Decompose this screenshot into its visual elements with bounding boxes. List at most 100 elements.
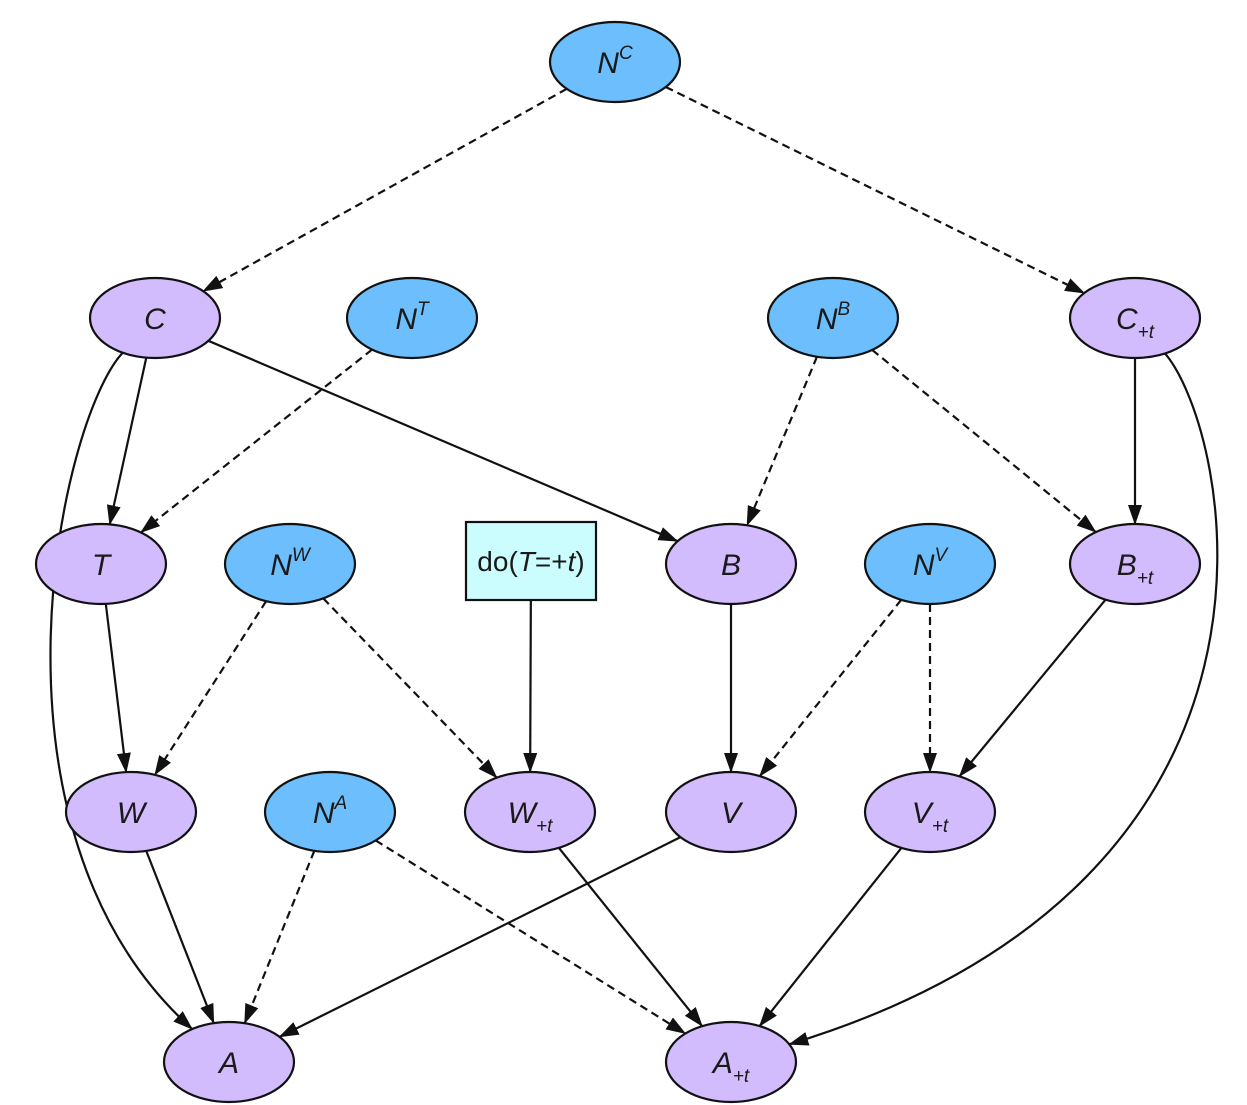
node-NC[interactable]: NC (548, 20, 682, 104)
node-label-superscript: A (333, 793, 347, 814)
node-label-base: C (1116, 303, 1138, 336)
node-V[interactable]: V (664, 770, 798, 854)
node-label-base: N (313, 797, 335, 830)
node-label-base: T (92, 549, 113, 582)
edge-NV-to-V (758, 599, 903, 777)
node-label-base: N (913, 549, 935, 582)
edge-NW-to-Wt (322, 597, 498, 779)
node-label-base: B (721, 549, 741, 582)
edge-Ct-to-At (788, 352, 1219, 1046)
node-label-subscript: +t (1138, 322, 1155, 343)
node-label-base: B (1117, 549, 1137, 582)
node-NA[interactable]: NA (263, 770, 397, 854)
intervention-label: do(T=+t) (477, 546, 584, 577)
node-W[interactable]: W (64, 770, 198, 854)
node-label: W+t (508, 797, 553, 837)
intervention-label-part: T (518, 546, 537, 577)
node-label: NW (270, 545, 312, 582)
edge-Wt-to-At (557, 847, 704, 1027)
node-Ct[interactable]: C+t (1068, 276, 1202, 360)
node-label-subscript: +t (536, 816, 553, 837)
variable-node-shape (1068, 276, 1202, 360)
node-label: V (721, 797, 744, 830)
node-NB[interactable]: NB (766, 276, 900, 360)
node-Wt[interactable]: W+t (463, 770, 597, 854)
node-label-subscript: +t (1137, 568, 1154, 589)
variable-node-shape (664, 1020, 798, 1104)
intervention-label-part: =+ (535, 546, 568, 577)
node-label: B+t (1117, 549, 1154, 589)
edge-Vt-to-At (758, 847, 903, 1027)
node-label: A+t (711, 1047, 750, 1087)
variable-node-shape (863, 770, 997, 854)
edge-C-to-A (49, 351, 193, 1030)
node-T[interactable]: T (34, 522, 168, 606)
edge-NB-to-B (746, 356, 818, 527)
edge-NA-to-At (375, 839, 687, 1035)
intervention-label-part: t (568, 546, 577, 577)
node-label-base: W (508, 797, 539, 830)
edge-W-to-A (145, 850, 215, 1025)
node-label-superscript: B (837, 299, 850, 320)
node-At[interactable]: A+t (664, 1020, 798, 1104)
node-label-base: C (144, 303, 166, 336)
node-label-superscript: V (934, 545, 949, 566)
noise-node-shape (345, 276, 479, 360)
noise-node-shape (863, 522, 997, 606)
node-label: V+t (912, 797, 949, 837)
node-label-superscript: W (292, 545, 312, 566)
node-label: NV (913, 545, 950, 582)
edge-NB-to-Bt (871, 349, 1097, 533)
node-label-superscript: C (619, 43, 633, 64)
node-label-base: V (721, 797, 744, 830)
variable-node-shape (463, 770, 597, 854)
node-label: A (217, 1047, 239, 1080)
edge-NW-to-W (153, 600, 268, 776)
node-NV[interactable]: NV (863, 522, 997, 606)
node-label-base: N (816, 303, 838, 336)
node-label-superscript: T (417, 299, 430, 320)
node-label: C+t (1116, 303, 1155, 343)
node-label: NB (816, 299, 851, 336)
variable-node-shape (162, 1020, 296, 1104)
edge-V-to-A (278, 836, 681, 1038)
node-label-base: V (912, 797, 935, 830)
node-B[interactable]: B (664, 522, 798, 606)
node-label: NT (395, 299, 430, 336)
node-label: W (117, 797, 148, 830)
node-label-base: A (711, 1047, 733, 1080)
node-label-base: N (597, 47, 619, 80)
node-label-base: A (217, 1047, 239, 1080)
node-Bt[interactable]: B+t (1068, 522, 1202, 606)
variable-node-shape (1068, 522, 1202, 606)
node-NT[interactable]: NT (345, 276, 479, 360)
node-Vt[interactable]: V+t (863, 770, 997, 854)
node-label: NA (313, 793, 347, 830)
variable-node-shape (664, 522, 798, 606)
node-label: B (721, 549, 741, 582)
node-label: T (92, 549, 113, 582)
variable-node-shape (88, 276, 222, 360)
variable-node-shape (64, 770, 198, 854)
node-NW[interactable]: NW (223, 522, 357, 606)
node-label-base: W (117, 797, 148, 830)
edge-NC-to-C (202, 87, 568, 293)
node-label: NC (597, 43, 633, 80)
edge-NT-to-T (140, 348, 373, 534)
intervention-label-part: ) (575, 546, 584, 577)
node-C[interactable]: C (88, 276, 222, 360)
intervention-box[interactable]: do(T=+t) (464, 520, 598, 602)
node-A[interactable]: A (162, 1020, 296, 1104)
intervention-label-part: do( (477, 546, 518, 577)
node-label-subscript: +t (932, 816, 949, 837)
edge-T-to-W (104, 603, 131, 774)
noise-node-shape (223, 522, 357, 606)
edge-C-to-T (106, 357, 148, 526)
edge-NA-to-A (243, 850, 316, 1025)
node-label: C (144, 303, 166, 336)
variable-node-shape (664, 770, 798, 854)
noise-node-shape (766, 276, 900, 360)
edge-C-to-B (207, 339, 679, 543)
